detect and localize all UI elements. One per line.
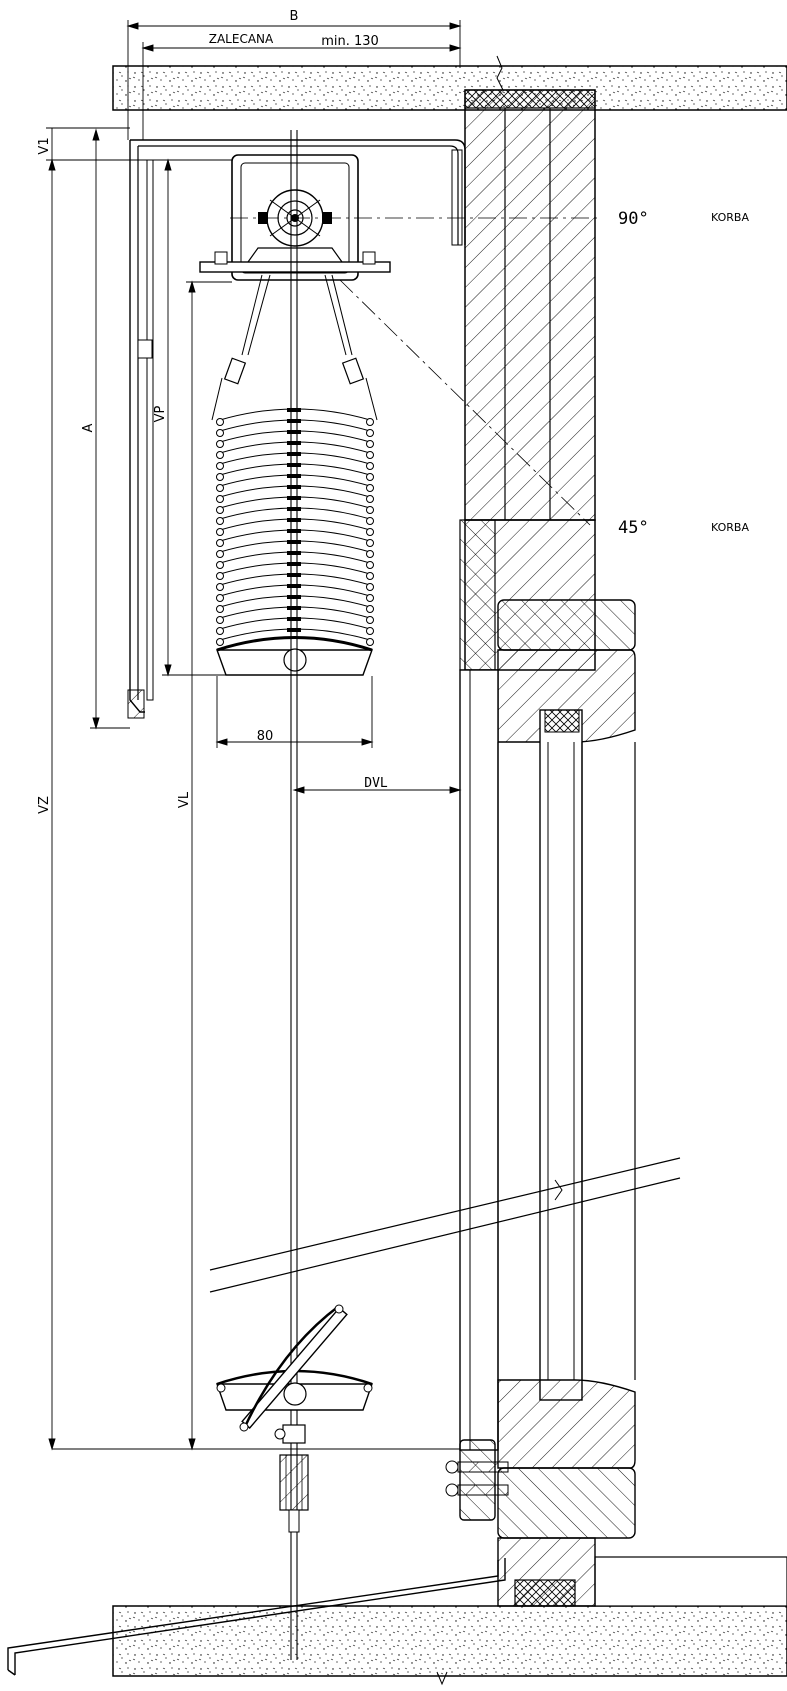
dim-vp: VP — [153, 405, 168, 422]
ladder-rung — [287, 551, 301, 555]
bottom-rail-lowered — [216, 1304, 373, 1432]
ladder-rung — [287, 606, 301, 610]
cover-profile — [127, 139, 466, 719]
tilt-cords — [211, 274, 378, 421]
slat-end — [366, 627, 374, 635]
angle-45: 45° — [618, 518, 649, 538]
slat-end — [366, 594, 374, 602]
window-frame — [209, 89, 681, 1607]
dim-b: B — [290, 9, 299, 24]
dim-zalecana: ZALECANA — [209, 32, 274, 46]
slat-end — [366, 517, 374, 525]
ladder-rung — [287, 562, 301, 566]
slat-end — [216, 418, 224, 426]
slat-end — [366, 550, 374, 558]
ladder-rung — [287, 408, 301, 412]
dim-dvl: DVL — [364, 776, 388, 791]
slat-end — [216, 605, 224, 613]
dim-v1: V1 — [37, 137, 52, 154]
slat-end — [216, 550, 224, 558]
slat-end — [366, 605, 374, 613]
dim-80: 80 — [257, 729, 274, 744]
slat-end — [216, 561, 224, 569]
ladder-rung — [287, 430, 301, 434]
slat-end — [366, 473, 374, 481]
concrete-sill — [112, 1556, 787, 1686]
ladder-rung — [287, 628, 301, 632]
dim-a: A — [81, 423, 96, 432]
slat-end — [366, 528, 374, 536]
slat-end — [216, 484, 224, 492]
ladder-rung — [287, 507, 301, 511]
dim-min130: min. 130 — [321, 34, 379, 49]
korba-label-bottom: KORBA — [711, 521, 749, 534]
concrete-lintel — [112, 55, 787, 111]
ladder-rung — [287, 573, 301, 577]
ladder-rung — [287, 617, 301, 621]
slat-end — [366, 462, 374, 470]
slat-end — [216, 627, 224, 635]
slat-end — [216, 616, 224, 624]
slat-end — [216, 528, 224, 536]
head-rail — [199, 154, 391, 281]
ladder-rung — [287, 474, 301, 478]
slat-end — [216, 429, 224, 437]
slat-end — [366, 638, 374, 646]
slat-end — [216, 539, 224, 547]
slat-stack — [216, 408, 374, 646]
slat-end — [216, 462, 224, 470]
ladder-rung — [287, 518, 301, 522]
bottom-rail — [216, 636, 373, 676]
slat-end — [366, 506, 374, 514]
dimension-lines — [46, 20, 462, 1451]
slat-end — [216, 583, 224, 591]
slat-end — [366, 418, 374, 426]
slat-end — [216, 638, 224, 646]
slat-end — [366, 561, 374, 569]
dim-vl: VL — [177, 791, 192, 808]
ladder-rung — [287, 463, 301, 467]
tilt-axis-lines — [230, 217, 600, 526]
ladder-rung — [287, 419, 301, 423]
slat-end — [216, 594, 224, 602]
korba-label-top: KORBA — [711, 211, 749, 224]
ladder-rung — [287, 584, 301, 588]
slat-end — [366, 440, 374, 448]
slat-end — [366, 583, 374, 591]
dimension-labels: B ZALECANA min. 130 V1 A VP VZ VL 80 DVL… — [37, 9, 749, 814]
slat-end — [216, 473, 224, 481]
ladder-rung — [287, 496, 301, 500]
ladder-rung — [287, 441, 301, 445]
angle-90: 90° — [618, 209, 649, 229]
slat-end — [216, 506, 224, 514]
slat-end — [366, 429, 374, 437]
slat-end — [216, 517, 224, 525]
slat-end — [216, 440, 224, 448]
slat-end — [366, 495, 374, 503]
fixing-screws — [445, 1460, 509, 1497]
ladder-rung — [287, 485, 301, 489]
ladder-rung — [287, 540, 301, 544]
slat-end — [366, 539, 374, 547]
crank-handle — [274, 1424, 309, 1533]
slat-end — [216, 451, 224, 459]
slat-end — [366, 616, 374, 624]
slat-end — [366, 484, 374, 492]
ladder-rung — [287, 452, 301, 456]
slat-end — [216, 572, 224, 580]
slat-end — [366, 451, 374, 459]
ladder-rung — [287, 595, 301, 599]
dim-vz: VZ — [37, 796, 52, 814]
slat-end — [216, 495, 224, 503]
slat-end — [366, 572, 374, 580]
ladder-rung — [287, 529, 301, 533]
